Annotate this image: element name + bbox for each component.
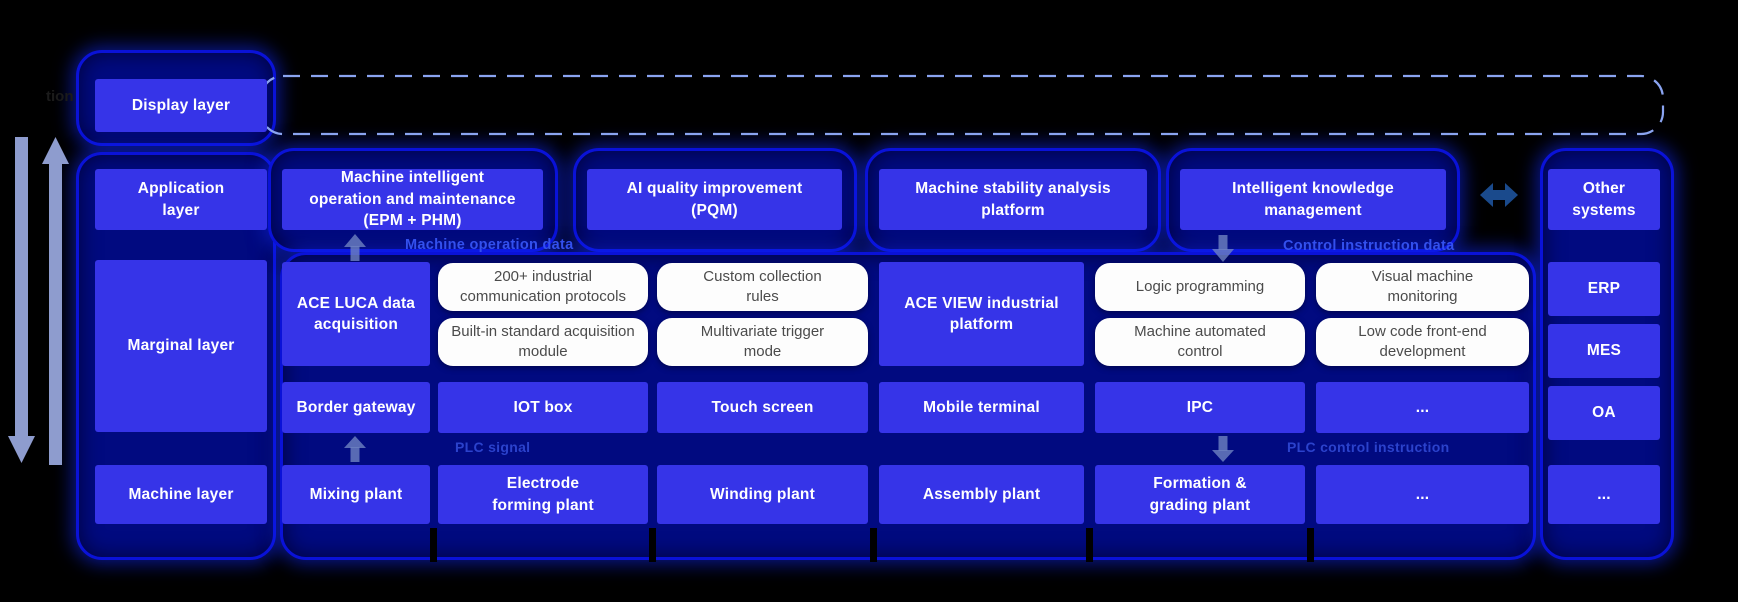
mixing-plant-label: Mixing plant: [309, 485, 403, 503]
erp-label: ERP: [1587, 280, 1621, 298]
machine-ellipsis-box: ...: [1316, 465, 1529, 524]
flow-down-arrow-icon: [1212, 235, 1234, 262]
touch-screen-label: Touch screen: [711, 398, 814, 416]
custom-rules-card: Custom collection rules: [657, 263, 868, 311]
pqm-box: AI quality improvement (PQM): [587, 169, 842, 230]
container-gap: [1086, 528, 1093, 562]
cut-off-label: tion: [46, 88, 74, 105]
protocols-label: 200+ industrial communication protocols: [460, 267, 626, 305]
machine-ellipsis-label: ...: [1415, 485, 1430, 503]
mes-box: MES: [1548, 324, 1660, 378]
logic-programming-label: Logic programming: [1135, 277, 1265, 295]
low-code-label: Low code front-end development: [1358, 322, 1487, 360]
auto-control-label: Machine automated control: [1134, 322, 1266, 360]
machine-layer-box: Machine layer: [95, 465, 267, 524]
plc-signal-text: PLC signal: [455, 439, 531, 455]
ace-luca-label: ACE LUCA data acquisition: [296, 294, 416, 333]
device-ellipsis-label: ...: [1415, 398, 1430, 416]
plc-signal-label: PLC signal: [455, 439, 530, 455]
bidirectional-arrow-icon: [1480, 183, 1518, 207]
winding-plant-box: Winding plant: [657, 465, 868, 524]
oa-box: OA: [1548, 386, 1660, 440]
epm-phm-label: Machine intelligent operation and mainte…: [309, 169, 516, 230]
visual-monitoring-card: Visual machine monitoring: [1316, 263, 1529, 311]
mes-label: MES: [1586, 342, 1622, 360]
formation-plant-label: Formation & grading plant: [1149, 475, 1251, 514]
up-arrow-icon: [42, 137, 69, 465]
machine-operation-data-label: Machine operation data: [405, 237, 574, 253]
marginal-layer-box: Marginal layer: [95, 260, 267, 432]
electrode-plant-label: Electrode forming plant: [492, 475, 594, 514]
mixing-plant-box: Mixing plant: [282, 465, 430, 524]
auto-control-card: Machine automated control: [1095, 318, 1305, 366]
border-gateway-label: Border gateway: [296, 398, 416, 416]
custom-rules-label: Custom collection rules: [703, 267, 822, 305]
erp-box: ERP: [1548, 262, 1660, 316]
flow-up-arrow-icon: [344, 234, 366, 261]
ipc-label: IPC: [1186, 398, 1214, 416]
down-arrow-icon: [8, 137, 35, 463]
plc-control-instruction-text: PLC control instruction: [1287, 439, 1450, 455]
ace-luca-box: ACE LUCA data acquisition: [282, 262, 430, 366]
ace-view-box: ACE VIEW industrial platform: [879, 262, 1084, 366]
display-layer-box: Display layer: [95, 79, 267, 132]
device-ellipsis-box: ...: [1316, 382, 1529, 433]
application-layer-box: Application layer: [95, 169, 267, 230]
assembly-plant-label: Assembly plant: [922, 485, 1041, 503]
low-code-card: Low code front-end development: [1316, 318, 1529, 366]
mobile-terminal-box: Mobile terminal: [879, 382, 1084, 433]
display-layer-label: Display layer: [131, 96, 231, 114]
pqm-label: AI quality improvement (PQM): [626, 180, 803, 219]
other-systems-label: Other systems: [1572, 180, 1636, 219]
touch-screen-box: Touch screen: [657, 382, 868, 433]
knowledge-management-box: Intelligent knowledge management: [1180, 169, 1446, 230]
formation-plant-box: Formation & grading plant: [1095, 465, 1305, 524]
builtin-module-card: Built-in standard acquisition module: [438, 318, 648, 366]
control-instruction-data-label: Control instruction data: [1283, 238, 1455, 254]
external-ellipsis-label: ...: [1597, 485, 1611, 503]
logic-programming-card: Logic programming: [1095, 263, 1305, 311]
visual-monitoring-label: Visual machine monitoring: [1371, 267, 1474, 305]
mobile-terminal-label: Mobile terminal: [923, 398, 1040, 416]
epm-phm-box: Machine intelligent operation and mainte…: [282, 169, 543, 230]
marginal-layer-label: Marginal layer: [127, 337, 235, 355]
assembly-plant-box: Assembly plant: [879, 465, 1084, 524]
cut-off-label-text: tion: [46, 88, 74, 105]
display-layer-dashed-outline: [259, 74, 1665, 136]
ace-view-label: ACE VIEW industrial platform: [904, 294, 1059, 333]
container-gap: [870, 528, 877, 562]
stability-platform-label: Machine stability analysis platform: [915, 180, 1111, 219]
oa-label: OA: [1592, 404, 1616, 422]
stability-platform-box: Machine stability analysis platform: [879, 169, 1147, 230]
other-systems-box: Other systems: [1548, 169, 1660, 230]
knowledge-management-label: Intelligent knowledge management: [1232, 180, 1394, 219]
iot-box-label: IOT box: [513, 398, 573, 416]
winding-plant-label: Winding plant: [710, 485, 815, 503]
control-instruction-data-text: Control instruction data: [1283, 238, 1455, 254]
protocols-card: 200+ industrial communication protocols: [438, 263, 648, 311]
flow-down-arrow-icon: [1212, 436, 1234, 462]
external-ellipsis-box: ...: [1548, 465, 1660, 524]
trigger-mode-card: Multivariate trigger mode: [657, 318, 868, 366]
machine-operation-data-text: Machine operation data: [405, 237, 574, 253]
application-layer-label: Application layer: [137, 180, 225, 219]
ipc-box: IPC: [1095, 382, 1305, 433]
flow-up-arrow-icon: [344, 436, 366, 462]
container-gap: [1307, 528, 1314, 562]
electrode-plant-box: Electrode forming plant: [438, 465, 648, 524]
container-gap: [649, 528, 656, 562]
builtin-module-label: Built-in standard acquisition module: [451, 322, 635, 360]
iot-box-box: IOT box: [438, 382, 648, 433]
container-gap: [430, 528, 437, 562]
machine-layer-label: Machine layer: [128, 485, 234, 503]
border-gateway-box: Border gateway: [282, 382, 430, 433]
trigger-mode-label: Multivariate trigger mode: [700, 322, 825, 360]
plc-control-instruction-label: PLC control instruction: [1287, 439, 1449, 455]
